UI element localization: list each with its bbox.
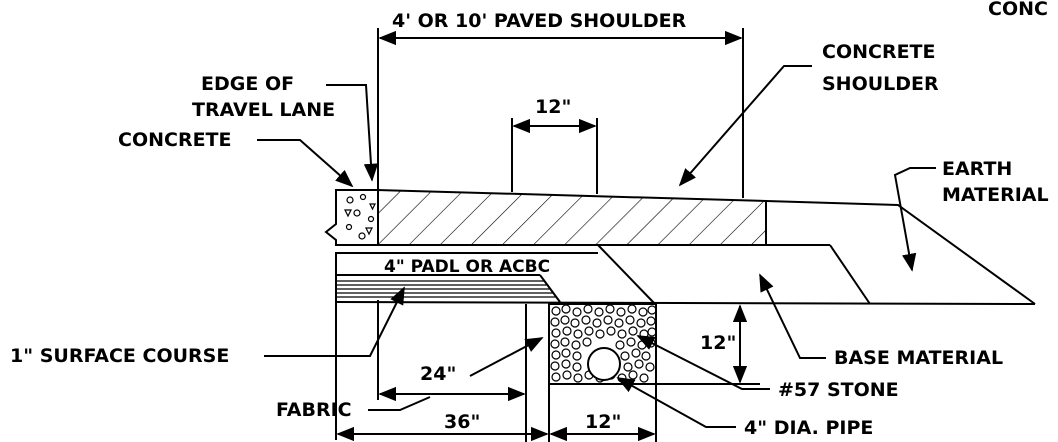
pipe-label: 4" DIA. PIPE (744, 417, 873, 439)
earth-leader (893, 167, 936, 272)
dim-24-leader (469, 337, 544, 377)
surface-course-leader (264, 286, 405, 357)
earth-slope (765, 200, 1036, 305)
padl-label: 4" PADL OR ACBC (384, 257, 550, 277)
dim-24-label: 24" (420, 363, 456, 385)
dim-12-right-label: 12" (700, 332, 736, 354)
stone-label: #57 STONE (778, 379, 899, 401)
concrete-shoulder-label-2: SHOULDER (822, 73, 939, 95)
surface-course-layers (336, 280, 556, 298)
edge-label-2: TRAVEL LANE (192, 99, 335, 121)
dim-12-bottom-label: 12" (585, 411, 621, 433)
fabric-leader (368, 396, 431, 411)
concrete-shoulder (377, 188, 767, 246)
concrete-slab (324, 189, 378, 246)
stone-leader (636, 335, 770, 390)
concrete-shoulder-leader (678, 65, 812, 187)
pipe-leader (616, 377, 736, 428)
edge-leader (326, 84, 379, 182)
dim-36-label: 36" (444, 411, 480, 433)
earth-label-2: MATERIAL (942, 184, 1049, 206)
concrete-aggregate (344, 193, 376, 240)
fabric-label: FABRIC (276, 399, 352, 421)
base-material-label: BASE MATERIAL (834, 347, 1003, 369)
dim-12-top-label: 12" (535, 96, 571, 118)
concrete-label: CONCRETE (118, 129, 232, 151)
drain-pipe (587, 347, 621, 381)
stone-trench (548, 303, 657, 385)
stone-fill (550, 304, 656, 383)
earth-label-1: EARTH (942, 158, 1012, 180)
edge-label-1: EDGE OF (201, 73, 294, 95)
paved-shoulder-label: 4' OR 10' PAVED SHOULDER (392, 10, 687, 32)
base-material-leader (759, 273, 826, 359)
concrete-shoulder-label-1: CONCRETE (822, 41, 936, 63)
surface-course-label: 1" SURFACE COURSE (10, 345, 229, 367)
concrete-leader (257, 139, 354, 188)
top-right-cut-label: CONC (988, 0, 1048, 20)
